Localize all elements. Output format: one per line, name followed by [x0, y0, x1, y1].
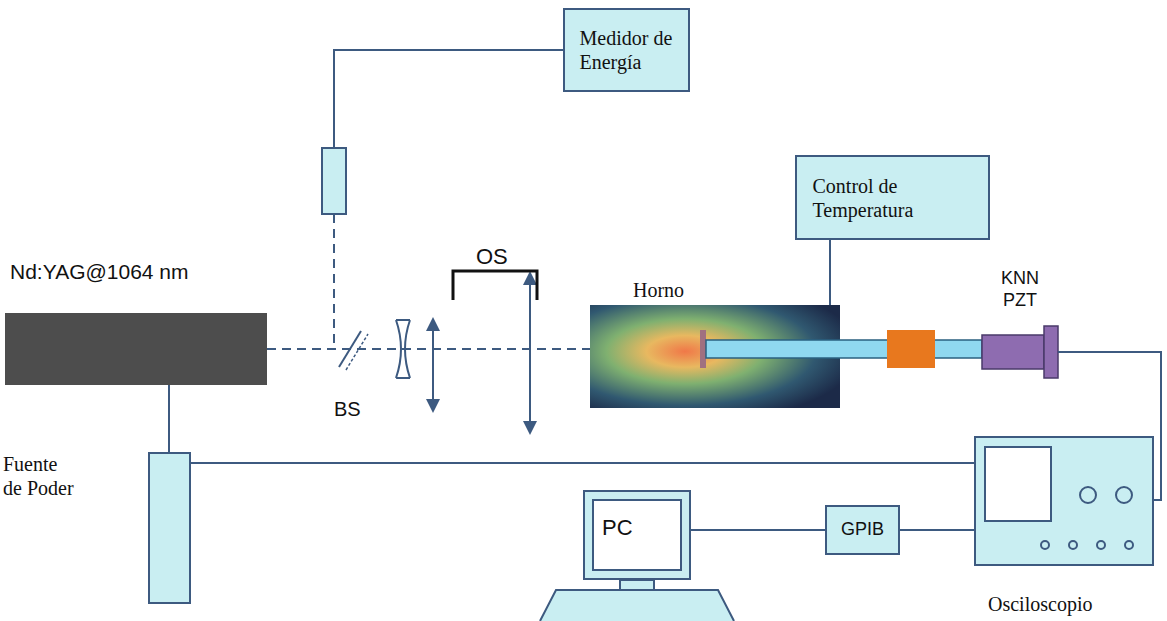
- knob: [1080, 487, 1096, 503]
- transducer-outline: [982, 326, 1058, 378]
- signal-wire: [191, 462, 975, 464]
- node-text: Medidor de Energía: [580, 26, 674, 74]
- gpib-box: GPIB: [825, 505, 900, 555]
- oven-outline: [590, 305, 840, 408]
- node-label: KNN PZT: [994, 268, 1046, 311]
- beam-splitter-label: BS: [334, 398, 361, 421]
- optics-label: OS: [476, 244, 508, 270]
- node-text: Control de Temperatura: [813, 174, 973, 222]
- detector: [322, 148, 346, 214]
- connector-jack: [1041, 541, 1049, 549]
- waveguide-rod: [706, 340, 982, 358]
- beam-splitter: [346, 334, 368, 370]
- laser-outline: [5, 313, 267, 385]
- signal-wire: [168, 385, 170, 452]
- laser: Nd:YAG@1064 nm: [5, 255, 270, 385]
- controller-box: Control de Temperatura: [795, 155, 990, 240]
- connector-jack: [1069, 541, 1077, 549]
- laser-body: [5, 313, 267, 385]
- node-text: GPIB: [841, 519, 884, 541]
- clamp: [887, 330, 935, 368]
- computer: PC: [583, 490, 691, 580]
- knob: [1116, 487, 1132, 503]
- oven: Horno: [590, 276, 840, 408]
- transducer: KNN PZT: [982, 268, 1058, 378]
- connector-jack: [1125, 541, 1133, 549]
- oscilloscope-screen: [985, 447, 1051, 521]
- signal-wire: [900, 529, 975, 531]
- convex-lens: [529, 278, 531, 428]
- oscilloscope-outline: [975, 437, 1153, 565]
- node-label: Fuente de Poder: [3, 452, 81, 500]
- optics-bracket: [453, 271, 537, 300]
- monitor-neck: [620, 580, 654, 590]
- concave-lens: [396, 320, 410, 378]
- node-label: Horno: [633, 278, 684, 302]
- keyboard-base: [540, 590, 734, 621]
- signal-wire: [691, 529, 825, 531]
- beam-splitter: [339, 331, 361, 367]
- connector-jack: [1097, 541, 1105, 549]
- oscilloscope: Osciloscopio: [975, 437, 1153, 618]
- sample-holder: [700, 330, 706, 368]
- convex-lens: [432, 324, 434, 406]
- oscilloscope-body: [975, 437, 1153, 565]
- power-supply: Fuente de Poder: [0, 448, 192, 606]
- transducer-cap: [1044, 326, 1058, 378]
- meter-box: Medidor de Energía: [563, 8, 690, 92]
- power-supply-outline: [148, 452, 191, 604]
- meter-wire: [334, 50, 563, 148]
- signal-wire: [829, 240, 831, 305]
- node-label: Nd:YAG@1064 nm: [10, 259, 189, 284]
- node-text: PC: [592, 499, 682, 571]
- node-label: Osciloscopio: [988, 592, 1092, 616]
- transducer: [982, 335, 1044, 369]
- reflected-beam: [333, 214, 335, 347]
- signal-wire: [1058, 352, 1161, 500]
